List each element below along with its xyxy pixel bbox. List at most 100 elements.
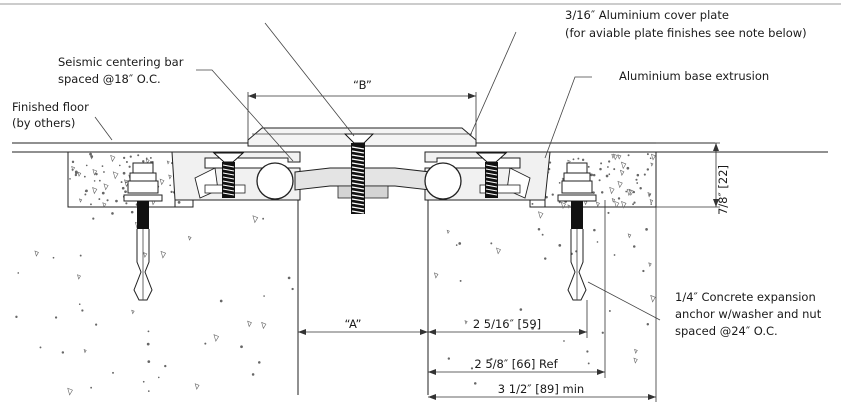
concrete-aggregate [558,201,561,204]
thread-line [351,206,365,210]
concrete-aggregate [433,272,439,279]
concrete-aggregate [646,168,650,171]
concrete-aggregate [93,180,96,182]
screw-right [475,152,508,198]
concrete-aggregate [219,299,223,303]
concrete-aggregate [17,272,20,274]
concrete-aggregate [545,195,548,199]
concrete-aggregate [587,362,590,365]
concrete-aggregate [635,178,638,181]
concrete-aggregate [15,315,18,319]
dimension-d3 [428,207,657,402]
concrete-aggregate [92,217,95,220]
concrete-aggregate [125,202,128,205]
concrete-aggregate [586,350,589,353]
concrete-aggregate [581,158,585,162]
anchor-left [123,162,163,301]
concrete-aggregate [164,364,167,368]
concrete-aggregate [54,316,58,319]
concrete-aggregate [213,334,220,342]
concrete-aggregate [649,157,652,160]
thread-line [222,164,235,168]
thread-line [485,176,498,180]
dimension-d1-label: 2 5/16″ [59] [473,317,541,331]
concrete-aggregate [95,172,98,176]
thread-line [485,168,498,172]
concrete-aggregate [261,321,267,330]
dimension-a-label: “A” [345,317,362,331]
concrete-aggregate [262,217,265,220]
concrete-aggregate [78,303,81,306]
thread-line [351,158,365,162]
dimension-d2-label: 2 5/8″ [66] Ref [474,357,558,371]
dimension-depth [656,142,720,208]
concrete-aggregate [496,247,501,255]
concrete-aggregate [160,250,167,259]
concrete-aggregate [263,295,265,297]
label-finished-floor-1: Finished floor [12,100,89,114]
concrete-aggregate [650,294,656,303]
concrete-aggregate [71,160,75,164]
concrete-aggregate [567,204,571,209]
thread-line [222,168,235,172]
concrete-aggregate [110,154,116,163]
concrete-aggregate [593,228,596,232]
concrete-aggregate [558,181,561,184]
concrete-aggregate [544,257,547,260]
thread-line [351,202,365,206]
concrete-aggregate [607,166,609,168]
concrete-aggregate [101,191,105,195]
concrete-aggregate [102,202,107,208]
concrete-aggregate [470,367,474,370]
concrete-aggregate [125,181,127,184]
concrete-aggregate [647,192,652,198]
concrete-aggregate [98,198,101,201]
concrete-aggregate [633,357,638,364]
concrete-aggregate [34,250,39,257]
concrete-aggregate [592,191,595,194]
thread-line [351,150,365,154]
concrete-aggregate [67,387,73,396]
concrete-aggregate [101,165,104,167]
concrete-aggregate [85,189,88,193]
concrete-aggregate [204,342,207,345]
concrete-aggregate [125,160,128,163]
thread-line [222,176,235,180]
thread-line [485,172,498,176]
thread-line [351,190,365,194]
concrete-aggregate [446,229,450,235]
concrete-aggregate [587,165,590,168]
concrete-aggregate [118,164,121,167]
concrete-aggregate [459,279,462,282]
thread-line [351,174,365,178]
concrete-aggregate [159,178,165,186]
concrete-aggregate [560,201,566,209]
concrete-aggregate [636,182,639,184]
concrete-aggregate [609,186,615,195]
label-anchor-3: spaced @24″ O.C. [675,324,778,338]
concrete-aggregate [541,233,544,236]
concrete-aggregate [601,331,604,334]
concrete-aggregate [115,199,118,203]
concrete-aggregate [648,262,652,268]
concrete-aggregate [81,309,84,312]
concrete-aggregate [143,252,148,258]
concrete-aggregate [634,348,638,354]
label-centering-bar-2: spaced @18″ O.C. [58,72,161,86]
thread-line [222,192,235,196]
label-cover-plate-1: 3/16″ Aluminium cover plate [565,8,729,22]
concrete-aggregate [596,241,599,243]
center-screw [343,133,375,214]
dimension-b-label: “B” [353,78,372,92]
concrete-aggregate [650,203,653,206]
concrete-aggregate [112,171,119,180]
thread-line [222,184,235,188]
concrete-aggregate [89,152,92,156]
concrete-aggregate [258,361,261,364]
concrete-aggregate [617,154,622,160]
thread-line [351,194,365,198]
thread-line [351,162,365,166]
concrete-aggregate [166,160,170,165]
centering-tube-left [256,162,294,200]
concrete-aggregate [90,203,92,206]
